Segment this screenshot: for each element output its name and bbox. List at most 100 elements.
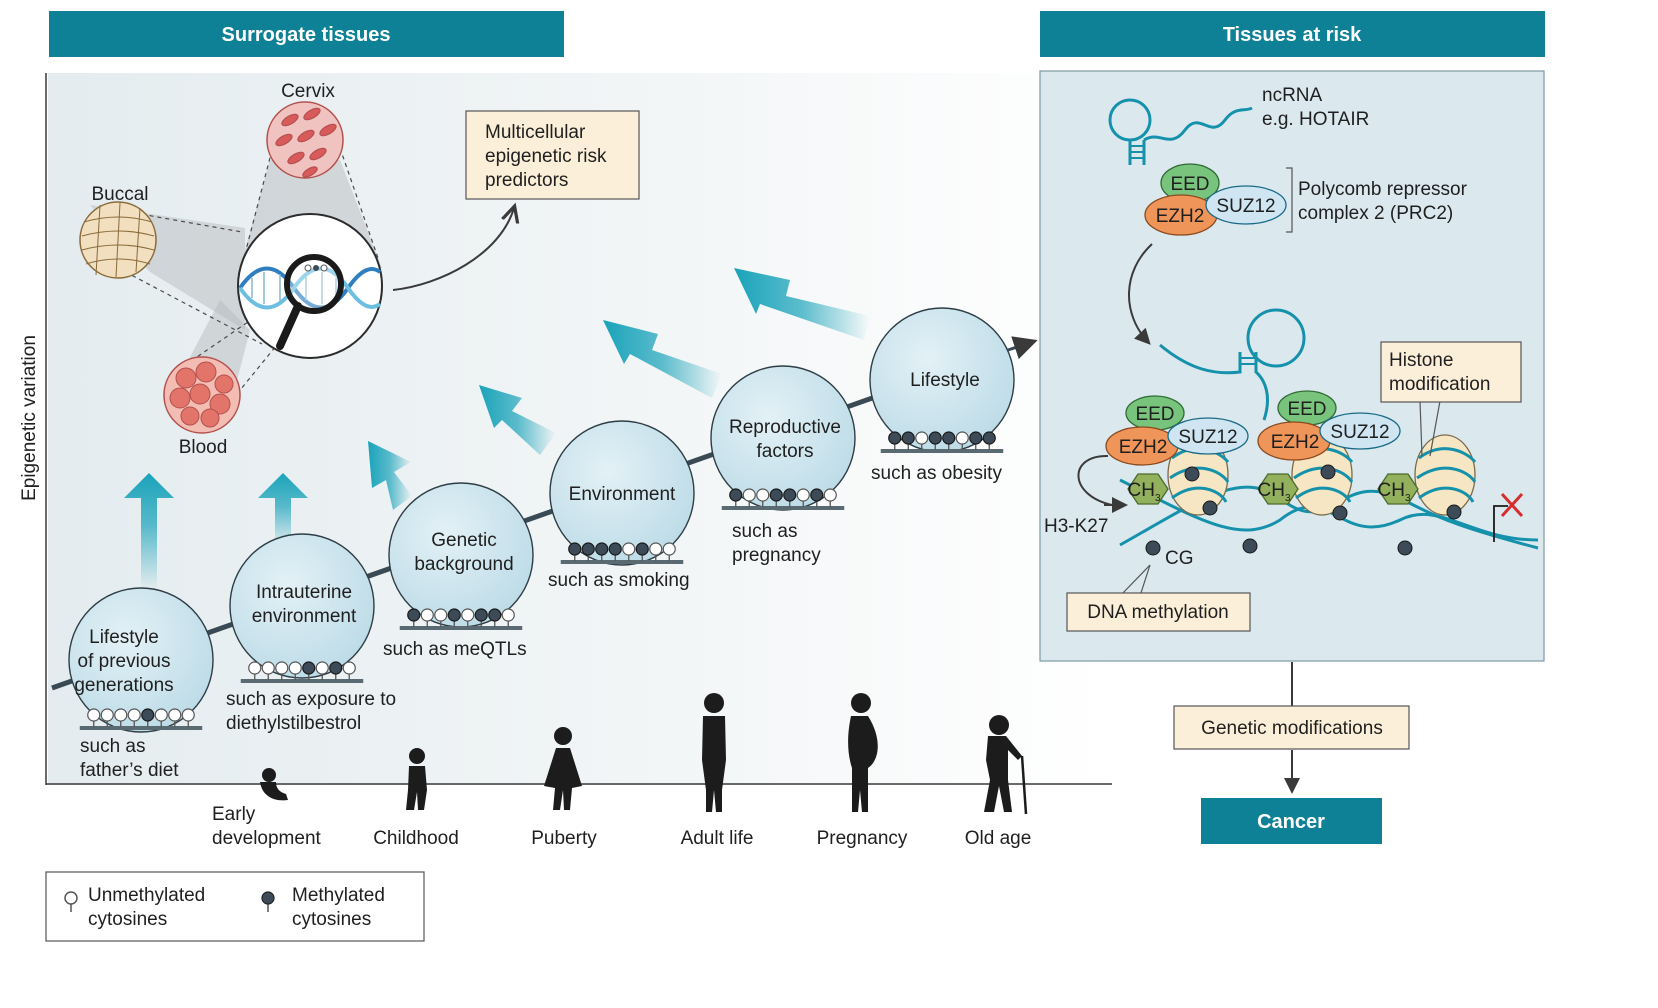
methylated-cytosine <box>581 542 595 556</box>
unmethylated-cytosine <box>114 708 128 722</box>
histone-modification-callout: Histone modification <box>1380 341 1522 403</box>
prc2-complex-top: EED EZH2 SUZ12 <box>1144 163 1287 236</box>
bead-baseline-3 <box>399 626 523 630</box>
histone-label-1: Histone <box>1389 350 1453 371</box>
genetic-modifications-label: Genetic modifications <box>1201 718 1383 739</box>
unmethylated-cytosine <box>796 488 810 502</box>
blood-tissue-icon <box>163 356 241 434</box>
legend-unmethylated-1: Unmethylated <box>88 885 205 906</box>
bead-baseline-1 <box>79 726 203 730</box>
prc2-label-1: Polycomb repressor <box>1298 179 1468 200</box>
suz12-label-b1: SUZ12 <box>1178 427 1237 448</box>
ch3-sub-1: 3 <box>1155 493 1161 504</box>
eed-label-b2: EED <box>1287 399 1326 420</box>
buccal-label: Buccal <box>91 184 148 205</box>
factor-example-6-1: such as obesity <box>871 463 1002 484</box>
ezh2-label-b2: EZH2 <box>1271 432 1320 453</box>
suz12-subunit <box>1205 185 1287 225</box>
methylated-cytosine <box>729 488 743 502</box>
unmethylated-cytosine <box>248 661 262 675</box>
unmethylated-cytosine <box>662 542 676 556</box>
factor-label-4-1: Environment <box>569 484 676 505</box>
influence-arrow-3 <box>368 441 412 510</box>
methylated-cpg-dots <box>1145 464 1462 556</box>
ch3-label-1: CH <box>1127 480 1154 501</box>
methylated-cytosine <box>141 708 155 722</box>
unmethylated-cytosine <box>181 708 195 722</box>
methylated-cytosine <box>488 608 502 622</box>
life-stage-label-3: Puberty <box>531 828 597 849</box>
unmethylated-cytosine <box>622 542 636 556</box>
svg-text:CH3: CH3 <box>1257 480 1290 504</box>
unmethylated-cytosine <box>342 661 356 675</box>
prc2-label-2: complex 2 (PRC2) <box>1298 203 1453 224</box>
factor-example-2-2: diethylstilbestrol <box>226 713 361 734</box>
methylated-cytosine <box>982 431 996 445</box>
suz12-label: SUZ12 <box>1216 196 1275 217</box>
influence-arrow-4 <box>479 385 556 455</box>
suz12-label-b2: SUZ12 <box>1330 422 1389 443</box>
dna-methylation-callout: DNA methylation <box>1066 592 1251 632</box>
methylated-cytosine <box>942 431 956 445</box>
ncrna-strand-lower <box>1159 308 1306 421</box>
methylated-cytosine <box>474 608 488 622</box>
methylated-symbol <box>261 891 275 905</box>
factor-bubble-5: Reproductive factors such as pregnancy <box>710 365 856 566</box>
ch3-marker-3: CH3 <box>1377 473 1419 505</box>
header-surrogate-tissues: Surrogate tissues <box>49 11 564 57</box>
life-stage-label-5: Pregnancy <box>817 828 908 849</box>
factor-example-4-1: such as smoking <box>548 570 690 591</box>
unmethylated-cytosine <box>168 708 182 722</box>
recruitment-arrow <box>1128 243 1153 345</box>
factor-example-1-1: such as <box>80 736 145 757</box>
factor-bubble-6: Lifestyle such as obesity <box>869 307 1015 484</box>
eed-label-b1: EED <box>1135 404 1174 425</box>
factor-label-6-1: Lifestyle <box>910 370 980 391</box>
unmethylated-cytosine <box>915 431 929 445</box>
y-axis-label: Epigenetic variation <box>19 335 40 501</box>
factor-label-1-3: generations <box>74 675 173 696</box>
life-stage-label-4: Adult life <box>681 828 754 849</box>
header-tissues-at-risk: Tissues at risk <box>1040 11 1545 57</box>
cervix-tissue-icon <box>266 101 344 179</box>
influence-arrow-5 <box>603 320 722 398</box>
buccal-tissue-icon <box>79 201 157 279</box>
header-surrogate-label: Surrogate tissues <box>222 24 391 46</box>
life-stage-label-6: Old age <box>965 828 1032 849</box>
unmethylated-cytosine <box>420 608 434 622</box>
tissues-at-risk-panel: ncRNA e.g. HOTAIR EED EZH2 SUZ12 Polycom… <box>1039 70 1545 662</box>
nucleosome-3 <box>1414 434 1477 516</box>
pregnant-woman-silhouette-icon <box>848 693 878 812</box>
toddler-silhouette-icon <box>406 748 427 810</box>
factor-label-3-1: Genetic <box>431 530 496 551</box>
methylated-cytosine <box>769 488 783 502</box>
ezh2-label-b1: EZH2 <box>1119 437 1168 458</box>
tissue-sampling-cluster: Cervix Buccal Blood <box>79 81 383 458</box>
factor-label-5-2: factors <box>756 441 813 462</box>
methylated-cytosine <box>969 431 983 445</box>
variation-trend-line <box>51 347 1009 691</box>
bead-baseline-2 <box>240 679 364 683</box>
factor-example-5-1: such as <box>732 521 797 542</box>
methylated-cytosine <box>888 431 902 445</box>
factor-example-5-2: pregnancy <box>732 545 821 566</box>
histone-label-2: modification <box>1389 374 1490 395</box>
unmethylated-cytosine <box>100 708 114 722</box>
legend-unmethylated-2: cytosines <box>88 909 167 930</box>
life-stage-label-2: Childhood <box>373 828 459 849</box>
trend-arrow-head <box>1007 336 1038 360</box>
transcription-blocked-icon <box>1493 492 1524 542</box>
influence-arrow-6 <box>734 268 870 340</box>
methylated-cytosine <box>329 661 343 675</box>
unmethylated-cytosine <box>955 431 969 445</box>
cancer-box: Cancer <box>1201 798 1382 844</box>
methylation-legend: Unmethylated cytosines Methylated cytosi… <box>45 871 425 942</box>
methylated-cytosine <box>810 488 824 502</box>
methylated-cytosine <box>302 661 316 675</box>
legend-methylated-2: cytosines <box>292 909 371 930</box>
ch3-marker-1: CH3 <box>1127 473 1169 505</box>
factor-label-5-1: Reproductive <box>729 417 841 438</box>
life-stage-label-1-1: Early <box>212 804 256 825</box>
